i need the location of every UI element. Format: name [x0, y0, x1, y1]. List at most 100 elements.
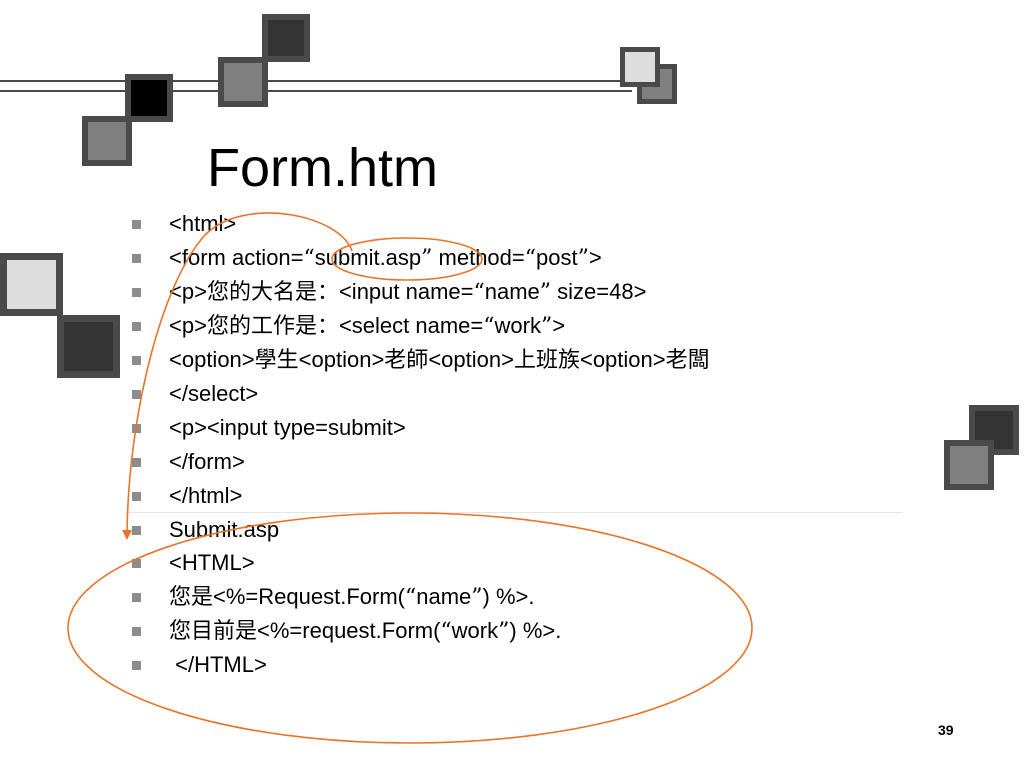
- code-text: <option>: [298, 347, 385, 372]
- bullet-text: 您是<%=Request.Form(“name”) %>.: [169, 580, 535, 615]
- bullet-item: 您是<%=Request.Form(“name”) %>.: [132, 580, 912, 614]
- bullet-text: <p><input type=submit>: [169, 411, 406, 445]
- bullet-item: <option>學生<option>老師<option>上班族<option>老…: [132, 343, 912, 377]
- bullet-square-icon: [132, 559, 141, 568]
- bullet-item: <p><input type=submit>: [132, 411, 912, 445]
- bullet-text: <form action=“submit.asp” method=“post”>: [169, 241, 602, 276]
- deco-square: [125, 74, 173, 122]
- quote-mark: “: [440, 619, 452, 644]
- code-text: <html>: [169, 211, 237, 236]
- bullet-square-icon: [132, 492, 141, 501]
- code-text: <option>: [579, 347, 666, 372]
- code-text: name: [484, 279, 540, 304]
- bullet-item: </HTML>: [132, 648, 912, 682]
- quote-mark: “: [404, 585, 417, 610]
- bullet-item: </html>: [132, 479, 912, 513]
- bullet-square-icon: [132, 220, 141, 229]
- deco-square: [218, 57, 268, 107]
- divider: [125, 512, 903, 513]
- code-text: >: [588, 245, 602, 270]
- bullet-square-icon: [132, 526, 141, 535]
- code-text: <option>: [428, 347, 514, 372]
- bullet-item: <form action=“submit.asp” method=“post”>: [132, 241, 912, 275]
- bullet-item: <p>您的大名是：<input name=“name” size=48>: [132, 275, 912, 309]
- deco-square: [969, 405, 1019, 455]
- chinese-text: 您的工作是：: [206, 314, 339, 339]
- code-text: <p><input type=submit>: [169, 415, 406, 440]
- code-text: </select>: [169, 381, 259, 406]
- code-text: work: [494, 313, 541, 338]
- bullet-item: </form>: [132, 445, 912, 479]
- quote-mark: ”: [539, 280, 552, 305]
- code-text: <p>: [169, 313, 207, 338]
- page-number: 39: [938, 722, 954, 738]
- bullet-text: Submit.asp: [169, 513, 279, 547]
- code-text: post: [536, 245, 578, 270]
- code-text: <input name=: [338, 279, 474, 304]
- code-text: name: [416, 584, 472, 609]
- quote-mark: “: [483, 314, 495, 339]
- bullet-square-icon: [132, 458, 141, 467]
- bullet-text: </form>: [169, 445, 245, 479]
- quote-mark: ”: [498, 619, 510, 644]
- bullet-text: </html>: [169, 479, 242, 513]
- highlight-ellipse-submit-code: [67, 512, 753, 744]
- code-text: size=48>: [551, 279, 647, 304]
- bullet-text: </select>: [169, 377, 258, 411]
- bullet-text: <p>您的大名是：<input name=“name” size=48>: [169, 275, 646, 310]
- quote-mark: ”: [421, 246, 433, 271]
- code-text: <form action=: [169, 245, 304, 270]
- code-text: >: [552, 313, 566, 338]
- bullet-text: <option>學生<option>老師<option>上班族<option>老…: [169, 343, 710, 378]
- header-line-top: [0, 80, 632, 82]
- chinese-text: 上班族: [513, 348, 580, 373]
- highlight-ellipse-submit-asp: [331, 237, 483, 281]
- chinese-text: 您目前是: [169, 619, 258, 644]
- header-line-bottom: [0, 90, 632, 92]
- chinese-text: 老闆: [665, 348, 710, 373]
- code-text: <select name=: [338, 313, 484, 338]
- chinese-text: 學生: [254, 348, 299, 373]
- quote-mark: ”: [471, 585, 483, 610]
- quote-mark: “: [524, 246, 536, 271]
- chinese-text: 您的大名是：: [206, 280, 339, 305]
- quote-mark: “: [473, 280, 485, 305]
- code-text: </form>: [169, 449, 245, 474]
- bullet-square-icon: [132, 288, 141, 297]
- bullet-item: <p>您的工作是：<select name=“work”>: [132, 309, 912, 343]
- code-text: <option>: [169, 347, 255, 372]
- deco-square: [262, 14, 310, 62]
- code-text: <%=request.Form(: [257, 618, 441, 643]
- deco-square: [944, 440, 994, 490]
- code-text: ) %>.: [482, 584, 535, 609]
- deco-square: [620, 47, 660, 87]
- code-text: ) %>.: [509, 618, 562, 643]
- bullet-square-icon: [132, 322, 141, 331]
- quote-mark: “: [303, 246, 315, 271]
- section-label: Submit.asp: [169, 517, 280, 542]
- bullet-square-icon: [132, 356, 141, 365]
- chinese-text: 您是: [169, 585, 214, 610]
- code-text: </html>: [169, 483, 243, 508]
- chinese-text: 老師: [384, 348, 429, 373]
- bullet-text: <html>: [169, 207, 236, 241]
- quote-mark: ”: [577, 246, 589, 271]
- bullet-square-icon: [132, 593, 141, 602]
- bullet-square-icon: [132, 254, 141, 263]
- bullet-item: </select>: [132, 377, 912, 411]
- bullet-text: <p>您的工作是：<select name=“work”>: [169, 309, 565, 344]
- bullet-item: <html>: [132, 207, 912, 241]
- bullet-item: Submit.asp: [132, 513, 912, 547]
- code-text: work: [451, 618, 499, 643]
- code-text: </HTML>: [169, 652, 267, 677]
- bullet-item: 您目前是<%=request.Form(“work”) %>.: [132, 614, 912, 648]
- bullet-text: </HTML>: [169, 648, 267, 682]
- bullet-text: 您目前是<%=request.Form(“work”) %>.: [169, 614, 561, 649]
- deco-square: [0, 253, 63, 316]
- quote-mark: ”: [540, 314, 553, 339]
- deco-square: [57, 315, 120, 378]
- code-text: <HTML>: [169, 550, 255, 575]
